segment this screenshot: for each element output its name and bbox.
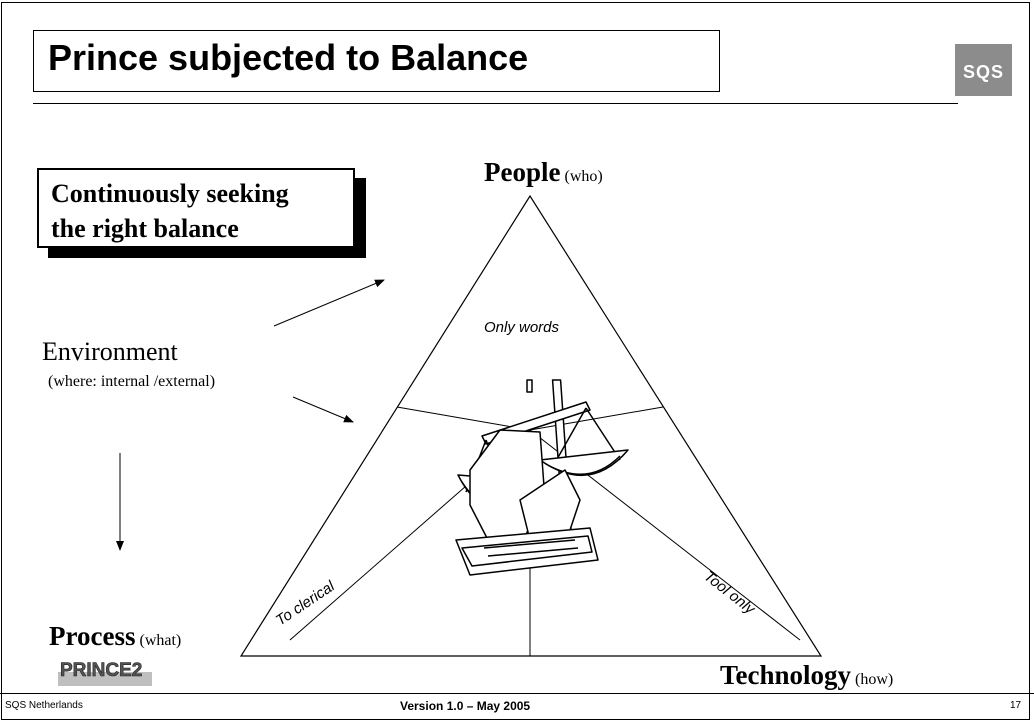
callout-line-2: the right balance <box>51 214 239 243</box>
technology-sub: (how) <box>855 671 894 688</box>
sqs-logo-text: SQS <box>962 62 1004 82</box>
page-number: 17 <box>1010 700 1022 711</box>
label-to-clerical: To clerical <box>273 577 339 629</box>
process-label: Process <box>49 621 136 651</box>
footer-company: SQS Netherlands <box>5 700 83 711</box>
prince2-logo: PRINCE2 <box>58 660 152 686</box>
callout-box: Continuously seeking the right balance <box>37 168 355 248</box>
footer-divider <box>0 693 1034 694</box>
sqs-logo: SQS <box>955 44 1012 96</box>
label-tool-only: Tool only <box>701 568 760 619</box>
arrow-up <box>273 279 385 327</box>
triangle <box>239 194 823 657</box>
vertex-process: Process (what) <box>49 621 181 652</box>
callout-line-1: Continuously seeking <box>51 179 289 208</box>
prince2-logo-text: PRINCE2 <box>60 660 142 681</box>
footer-version: Version 1.0 – May 2005 <box>400 699 531 713</box>
arrow-right <box>292 396 354 423</box>
vertex-technology: Technology (how) <box>720 660 893 691</box>
spoke-right <box>529 406 664 431</box>
people-label: People <box>484 157 561 187</box>
technology-label: Technology <box>720 660 852 690</box>
process-sub: (what) <box>139 632 182 649</box>
vertex-people: People (who) <box>484 157 603 188</box>
title-box: Prince subjected to Balance <box>33 30 720 92</box>
spoke-left <box>396 406 531 431</box>
environment-sub: (where: internal /external) <box>48 373 216 390</box>
environment-label: Environment <box>42 337 178 366</box>
callout-text: Continuously seeking the right balance <box>51 176 289 246</box>
page-title: Prince subjected to Balance <box>48 37 529 78</box>
people-sub: (who) <box>564 168 603 185</box>
label-only-words: Only words <box>484 319 560 336</box>
scales-icon <box>455 379 629 576</box>
title-divider <box>33 103 958 104</box>
